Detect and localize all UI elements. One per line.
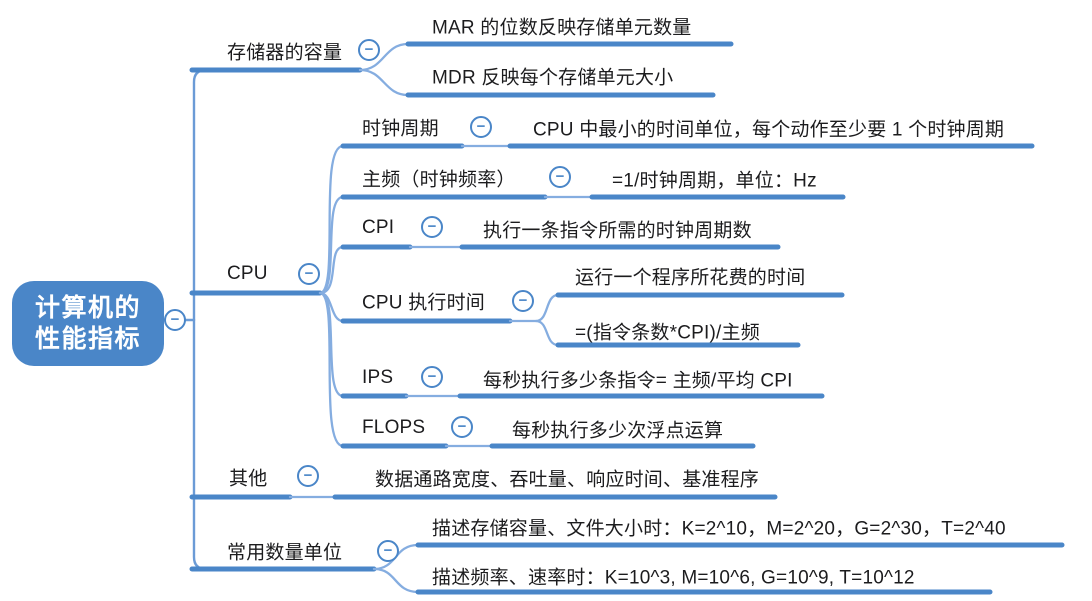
node-others[interactable]: 其他 <box>229 468 268 490</box>
minus-icon: − <box>304 265 314 282</box>
minus-icon: − <box>427 368 437 385</box>
minus-icon: − <box>383 542 393 559</box>
collapse-toggle-exec-time[interactable]: − <box>512 290 534 312</box>
node-main-freq-desc[interactable]: =1/时钟周期，单位：Hz <box>612 170 817 192</box>
minus-icon: − <box>555 168 565 185</box>
node-others-desc[interactable]: 数据通路宽度、吞吐量、响应时间、基准程序 <box>375 469 760 491</box>
root-node[interactable]: 计算机的 性能指标 <box>12 281 164 366</box>
collapse-toggle-units[interactable]: − <box>377 540 399 562</box>
node-exec-time-definition[interactable]: 运行一个程序所花费的时间 <box>575 267 806 289</box>
collapse-toggle-clock-cycle[interactable]: − <box>470 116 492 138</box>
node-clock-cycle[interactable]: 时钟周期 <box>362 118 439 140</box>
minus-icon: − <box>427 218 437 235</box>
collapse-toggle-main-freq[interactable]: − <box>549 166 571 188</box>
minus-icon: − <box>518 292 528 309</box>
minus-icon: − <box>364 41 374 58</box>
node-flops-desc[interactable]: 每秒执行多少次浮点运算 <box>512 420 724 442</box>
node-flops[interactable]: FLOPS <box>362 417 426 438</box>
collapse-toggle-others[interactable]: − <box>297 465 319 487</box>
node-memory-capacity[interactable]: 存储器的容量 <box>227 42 343 64</box>
collapse-toggle-flops[interactable]: − <box>451 416 473 438</box>
node-clock-cycle-desc[interactable]: CPU 中最小的时间单位，每个动作至少要 1 个时钟周期 <box>533 119 1005 141</box>
root-node-label-line2: 性能指标 <box>34 324 141 353</box>
node-cpi[interactable]: CPI <box>362 217 395 238</box>
node-mar[interactable]: MAR 的位数反映存储单元数量 <box>432 17 692 39</box>
collapse-toggle-root[interactable]: − <box>164 309 186 331</box>
node-ips-desc[interactable]: 每秒执行多少条指令= 主频/平均 CPI <box>483 370 793 392</box>
collapse-toggle-memory[interactable]: − <box>358 39 380 61</box>
collapse-toggle-cpu[interactable]: − <box>298 263 320 285</box>
node-common-units[interactable]: 常用数量单位 <box>227 542 343 564</box>
minus-icon: − <box>170 311 180 328</box>
node-cpi-desc[interactable]: 执行一条指令所需的时钟周期数 <box>483 220 752 242</box>
minus-icon: − <box>303 467 313 484</box>
root-node-label-line1: 计算机的 <box>34 293 141 322</box>
node-units-storage[interactable]: 描述存储容量、文件大小时：K=2^10，M=2^20，G=2^30，T=2^40 <box>432 518 1006 540</box>
node-mdr[interactable]: MDR 反映每个存储单元大小 <box>432 67 674 89</box>
collapse-toggle-cpi[interactable]: − <box>421 216 443 238</box>
node-exec-time[interactable]: CPU 执行时间 <box>362 292 485 314</box>
minus-icon: − <box>476 118 486 135</box>
collapse-toggle-ips[interactable]: − <box>421 366 443 388</box>
node-cpu[interactable]: CPU <box>227 263 268 284</box>
node-units-rate[interactable]: 描述频率、速率时：K=10^3, M=10^6, G=10^9, T=10^12 <box>432 567 915 589</box>
node-exec-time-formula[interactable]: =(指令条数*CPI)/主频 <box>575 322 760 344</box>
minus-icon: − <box>457 418 467 435</box>
node-main-freq[interactable]: 主频（时钟频率） <box>362 169 516 191</box>
node-ips[interactable]: IPS <box>362 367 394 388</box>
